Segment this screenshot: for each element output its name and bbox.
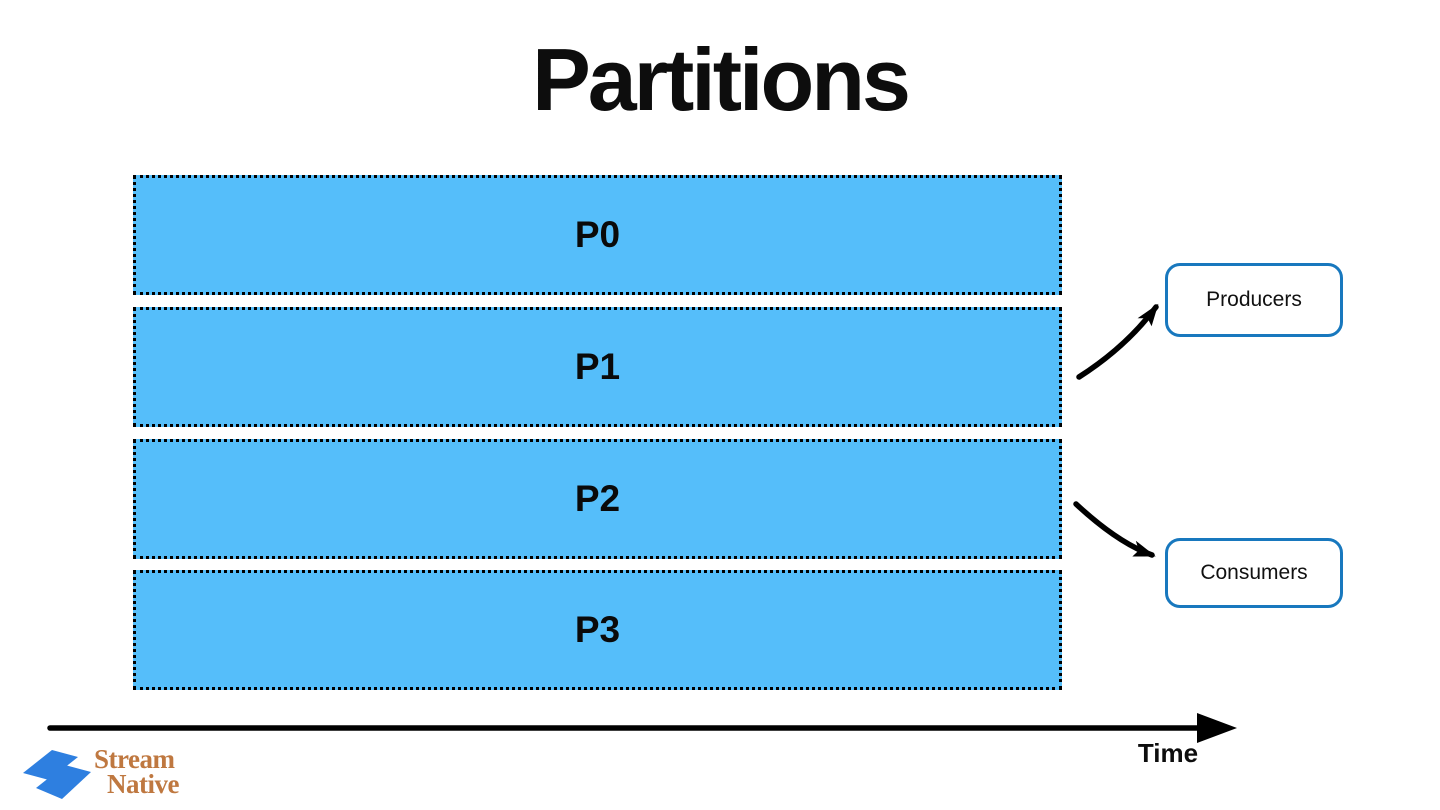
streamnative-logo-icon (23, 750, 91, 799)
partition-p3-label: P3 (574, 609, 621, 650)
partition-p0: P0 (133, 175, 1062, 295)
producers-box: Producers (1165, 263, 1343, 337)
streamnative-logo-text: Stream Native (94, 746, 179, 798)
consumers-box-label: Consumers (1200, 561, 1308, 584)
partition-p2-label: P2 (574, 478, 621, 519)
partition-p0-label: P0 (574, 214, 621, 255)
partition-p1-label: P1 (574, 346, 621, 387)
consumer-arrow-icon (1073, 501, 1156, 558)
producers-box-label: Producers (1206, 288, 1302, 311)
time-axis-label: Time (1137, 738, 1199, 768)
page-title: Partitions (532, 30, 911, 129)
logo-word-native: Native (107, 769, 179, 799)
partition-p1: P1 (133, 307, 1062, 427)
consumers-box: Consumers (1165, 538, 1343, 608)
streamnative-logo: Stream Native (22, 744, 179, 802)
logo-word-stream: Stream (94, 744, 175, 774)
partition-p3: P3 (133, 570, 1062, 690)
partition-p2: P2 (133, 439, 1062, 559)
producer-arrow-icon (1076, 303, 1159, 380)
time-axis-arrow-icon (47, 713, 1237, 743)
